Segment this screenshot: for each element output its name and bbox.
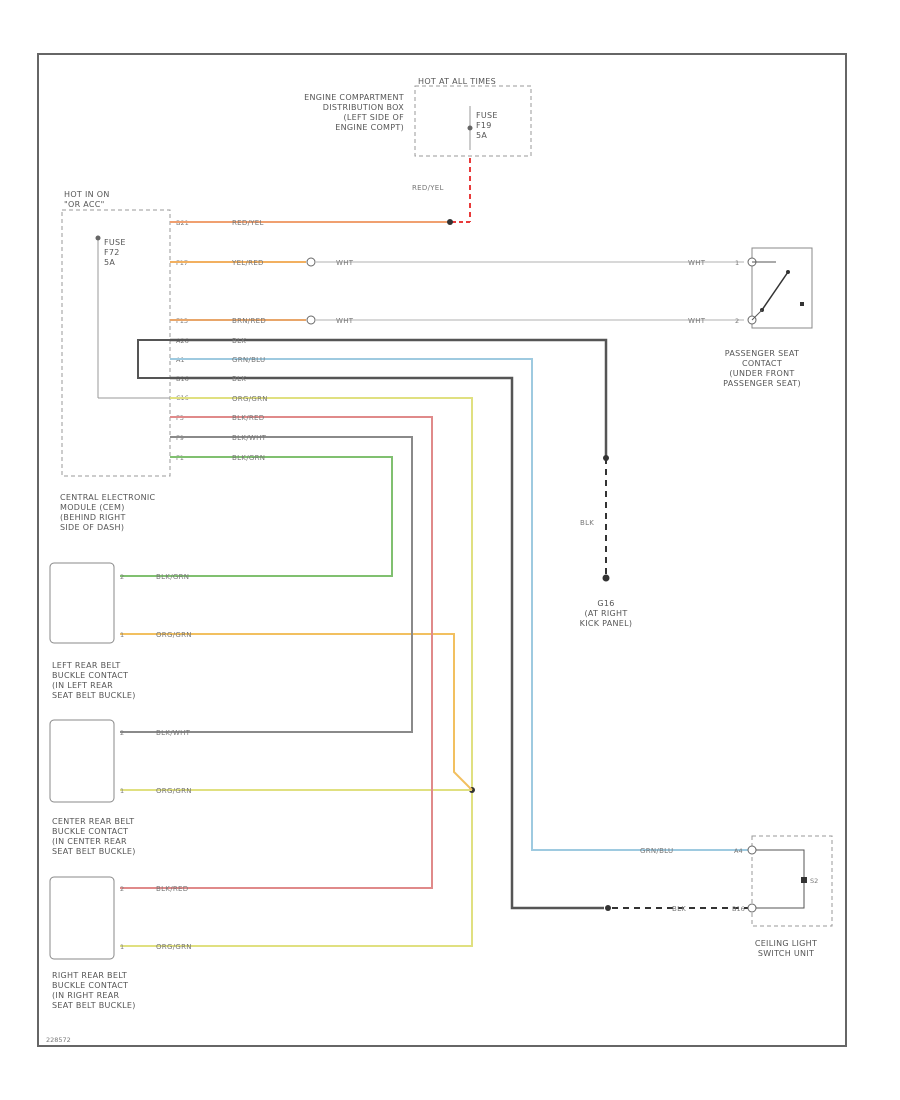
wire-label-a1: GRN/BLU xyxy=(232,356,265,364)
wire-label-grn-blu-ceiling: GRN/BLU xyxy=(640,847,673,855)
wire-label-wht-2a: WHT xyxy=(336,317,354,325)
wire-f9-blk-wht xyxy=(120,436,413,733)
wire-label-f17: YEL/RED xyxy=(231,259,264,267)
right-buckle-pin-1: 1 xyxy=(120,943,124,951)
ceiling-pin-b16: B16 xyxy=(732,905,745,913)
wire-label-a26: BLK xyxy=(232,337,246,345)
ceiling-pin-a4: A4 xyxy=(734,847,743,855)
seat-pin-1: 1 xyxy=(735,259,739,267)
wire-label-f13: BRN/RED xyxy=(232,317,266,325)
wire-b16-blk xyxy=(170,376,604,910)
diagram-border xyxy=(37,53,847,1047)
wire-label-wht-1a: WHT xyxy=(336,259,354,267)
seat-pin-2: 2 xyxy=(735,317,739,325)
wire-label-blk-wht-center: BLK/WHT xyxy=(156,729,191,737)
diagram-footer-id: 228572 xyxy=(46,1036,71,1044)
left-buckle-pin-1: 1 xyxy=(120,631,124,639)
wire-label-f1: BLK/GRN xyxy=(232,454,265,462)
ground-g16-point xyxy=(602,574,610,582)
wire-f3-blk-red xyxy=(120,416,433,889)
wire-label-org-grn-center: ORG/GRN xyxy=(156,787,192,795)
cem-hot-label: HOT IN ON"OR ACC" xyxy=(64,190,110,209)
wire-label-wht-2b: WHT xyxy=(688,317,706,325)
right-buckle-pin-2: 2 xyxy=(120,885,124,893)
wire-label-f9: BLK/WHT xyxy=(232,434,267,442)
center-buckle-pin-1: 1 xyxy=(120,787,124,795)
wire-label-b21: RED/YEL xyxy=(232,219,264,227)
wire-label-org-grn-right: ORG/GRN xyxy=(156,943,192,951)
wire-c16-org-grn xyxy=(120,397,473,947)
wire-label-wht-1b: WHT xyxy=(688,259,706,267)
wire-label-blk-grn-left: BLK/GRN xyxy=(156,573,189,581)
left-buckle-pin-2: 2 xyxy=(120,573,124,581)
wire-org-grn-left xyxy=(120,633,473,791)
wire-cem-loop xyxy=(137,339,170,379)
wire-label-f3: BLK/RED xyxy=(232,414,264,422)
wire-label-blk-red-right: BLK/RED xyxy=(156,885,188,893)
wire-label-blk-ceiling: BLK xyxy=(672,905,686,913)
wire-label-b16: BLK xyxy=(232,375,246,383)
wire-a1-grn-blu xyxy=(170,358,750,851)
wire-label-org-grn-left: ORG/GRN xyxy=(156,631,192,639)
wire-a26-blk xyxy=(170,338,608,458)
wire-f1-blk-grn xyxy=(120,456,393,577)
wire-label-c16: ORG/GRN xyxy=(232,395,268,403)
fuse-box-title: HOT AT ALL TIMES xyxy=(418,77,496,86)
wire-label-blk-ground: BLK xyxy=(580,519,594,527)
wire-label-red-yel-feed: RED/YEL xyxy=(412,184,444,192)
ceiling-switch-s2: S2 xyxy=(810,877,818,885)
center-buckle-pin-2: 2 xyxy=(120,729,124,737)
